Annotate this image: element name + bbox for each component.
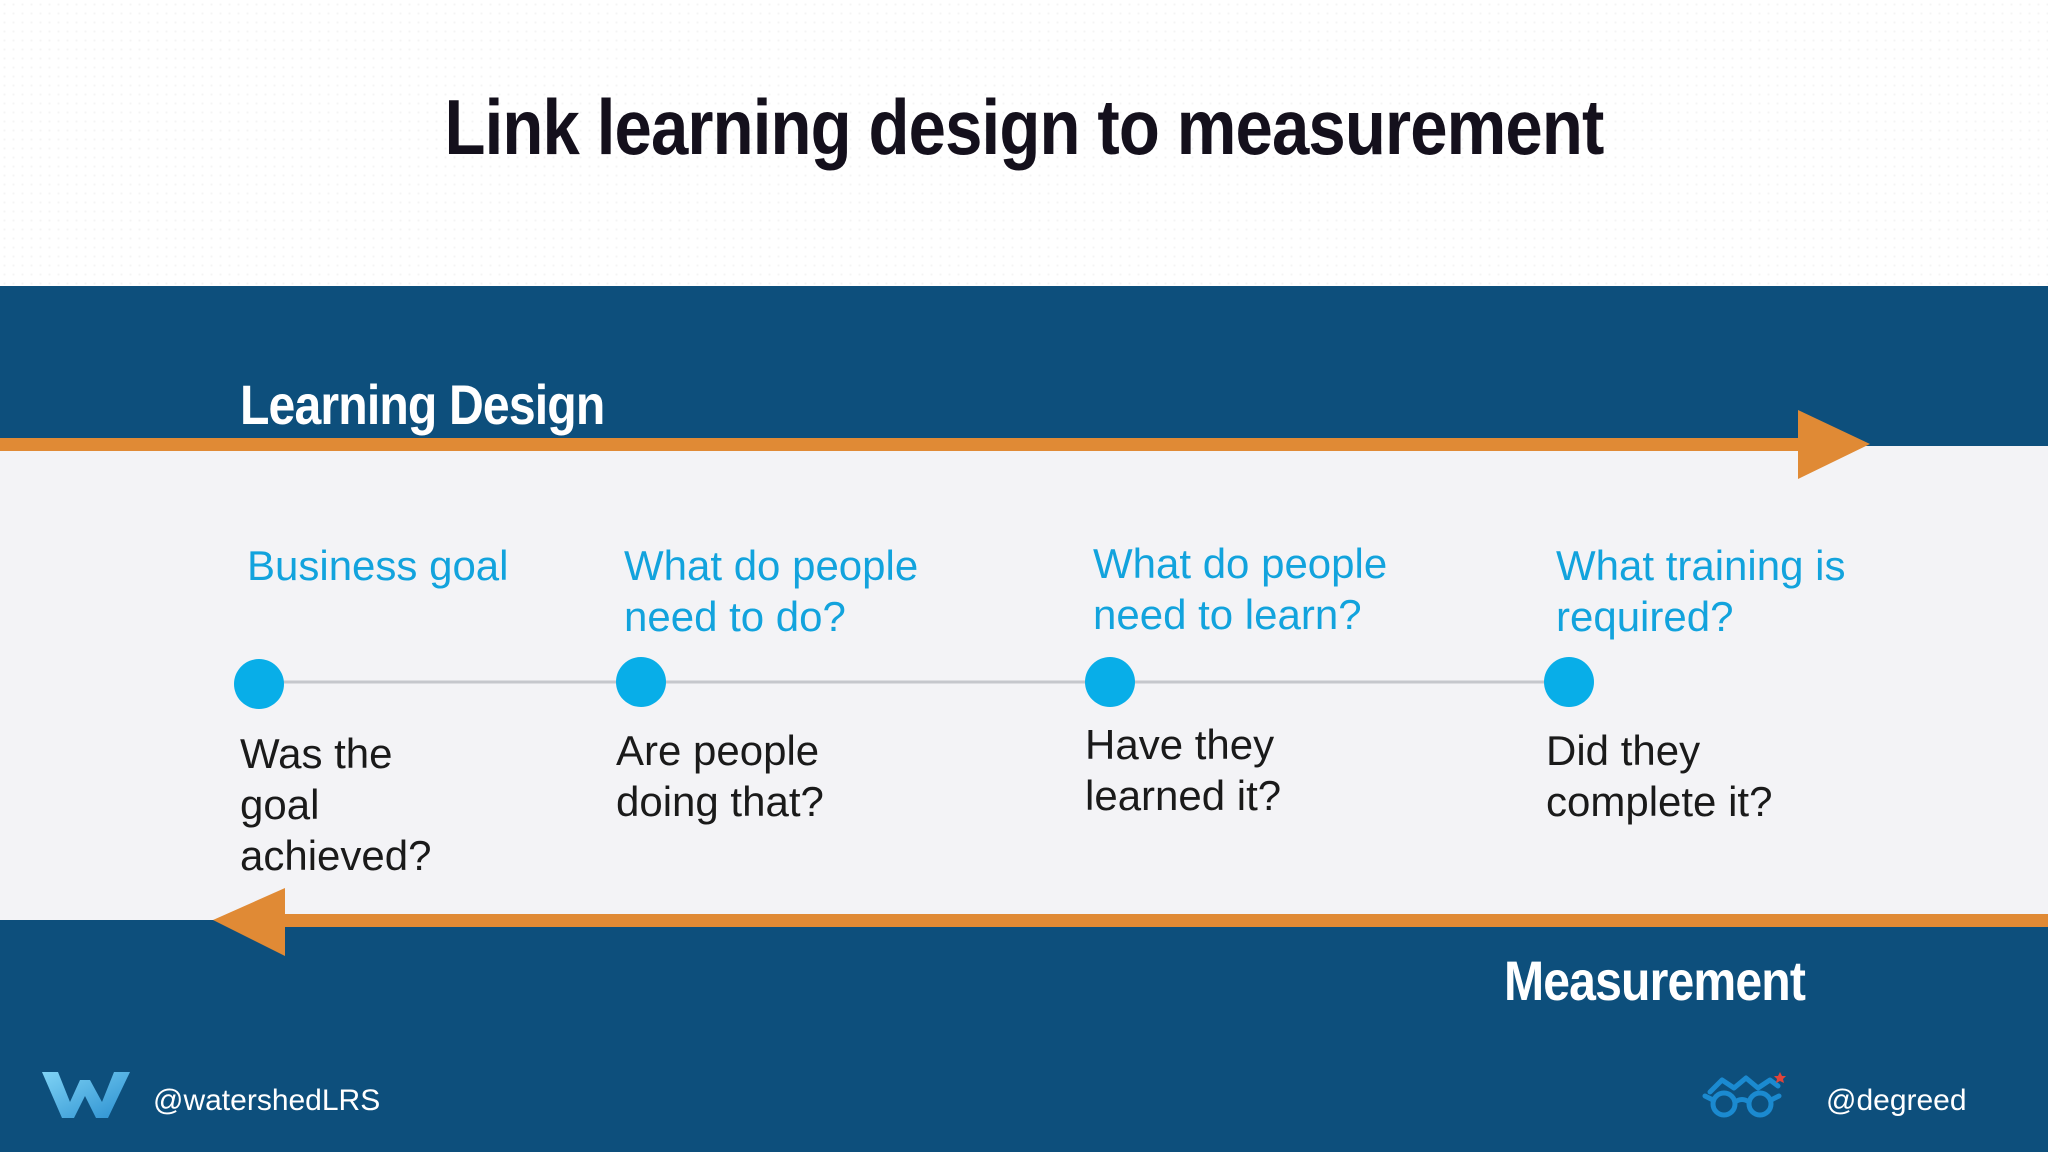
learning-design-arrow-shaft	[0, 438, 1805, 451]
design-question-2-line-2: need to do?	[624, 593, 846, 640]
measurement-question-1-line-3: achieved?	[240, 832, 432, 879]
measurement-question-1: Was the goal achieved?	[240, 728, 431, 881]
timeline-node-3	[1085, 657, 1135, 707]
measurement-question-4: Did they complete it?	[1546, 725, 1772, 827]
measurement-question-3-line-2: learned it?	[1085, 772, 1282, 819]
content-band	[0, 446, 2048, 922]
design-question-4-line-1: What training is	[1556, 542, 1846, 589]
measurement-question-2-line-2: doing that?	[616, 778, 824, 825]
slide-title: Link learning design to measurement	[444, 83, 1605, 171]
measurement-band	[0, 920, 2048, 1152]
measurement-question-1-line-1: Was the	[240, 730, 393, 777]
design-question-3: What do people need to learn?	[1093, 538, 1387, 640]
design-question-1: Business goal	[247, 540, 509, 591]
measurement-question-2: Are people doing that?	[616, 725, 824, 827]
measurement-arrow-shaft	[275, 914, 2048, 927]
learning-design-arrow-head	[1798, 410, 1870, 479]
design-question-3-line-2: need to learn?	[1093, 591, 1362, 638]
measurement-question-3: Have they learned it?	[1085, 719, 1281, 821]
watershed-handle: @watershedLRS	[153, 1084, 381, 1117]
measurement-question-2-line-1: Are people	[616, 727, 820, 774]
design-question-4: What training is required?	[1556, 540, 1845, 642]
design-question-2: What do people need to do?	[624, 540, 918, 642]
timeline-node-2	[616, 657, 666, 707]
measurement-question-1-line-2: goal	[240, 781, 320, 828]
measurement-question-4-line-1: Did they	[1546, 727, 1701, 774]
title-area	[0, 0, 2048, 286]
timeline-node-4	[1544, 657, 1594, 707]
timeline-node-1	[234, 659, 284, 709]
measurement-question-4-line-2: complete it?	[1546, 778, 1773, 825]
design-question-1-line-1: Business goal	[247, 542, 509, 589]
design-question-4-line-2: required?	[1556, 593, 1734, 640]
design-question-2-line-1: What do people	[624, 542, 919, 589]
watershed-w-logo-icon	[42, 1072, 130, 1118]
degreed-handle: @degreed	[1826, 1084, 1967, 1117]
learning-design-label: Learning Design	[240, 373, 605, 436]
measurement-label: Measurement	[1504, 949, 1806, 1012]
degreed-glasses-logo-icon	[1702, 1072, 1786, 1118]
measurement-question-3-line-1: Have they	[1085, 721, 1275, 768]
design-question-3-line-1: What do people	[1093, 540, 1388, 587]
learning-design-band	[0, 286, 2048, 448]
measurement-arrow-head	[213, 888, 285, 956]
